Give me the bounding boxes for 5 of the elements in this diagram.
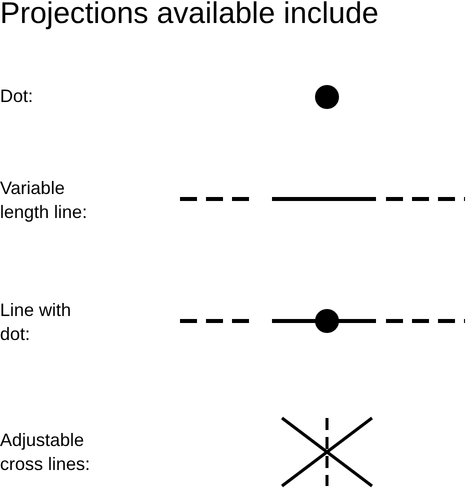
row-label: Adjustable cross lines: xyxy=(0,429,92,476)
row-label: Line with dot: xyxy=(0,299,72,346)
row-label: Dot: xyxy=(0,85,34,108)
title: Projections available include xyxy=(0,0,379,32)
row-label: Variable length line: xyxy=(0,177,88,224)
